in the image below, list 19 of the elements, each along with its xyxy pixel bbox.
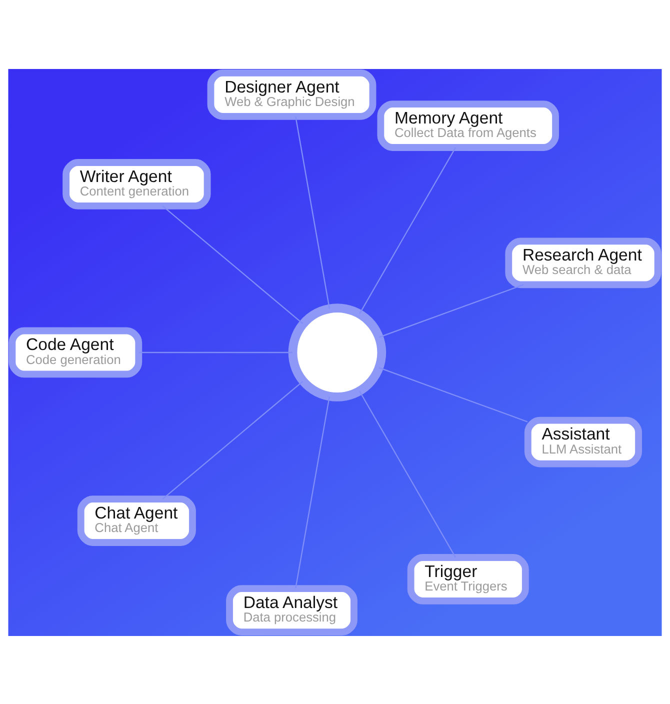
node-box: Memory Agent Collect Data from Agents	[377, 100, 559, 150]
connector	[162, 380, 304, 499]
node-box: Assistant LLM Assistant	[524, 416, 642, 467]
node-box: Data Analyst Data processing	[226, 584, 358, 635]
connector	[139, 351, 292, 353]
connector	[359, 146, 456, 314]
connector	[379, 284, 524, 338]
node-box: Chat Agent Chat Agent	[77, 495, 196, 546]
connector	[162, 205, 304, 324]
node-box: Writer Agent Content generation	[62, 158, 211, 209]
node-box: Trigger Event Triggers	[407, 554, 529, 604]
node-box: Designer Agent Web & Graphic Design	[207, 69, 376, 120]
connector	[295, 396, 330, 588]
connector	[379, 366, 528, 422]
node-box: Code Agent Code generation	[8, 326, 142, 378]
node-circle	[288, 303, 386, 401]
connector	[359, 390, 456, 558]
node-box: Research Agent Web search & data	[505, 237, 662, 288]
connector	[295, 116, 330, 308]
